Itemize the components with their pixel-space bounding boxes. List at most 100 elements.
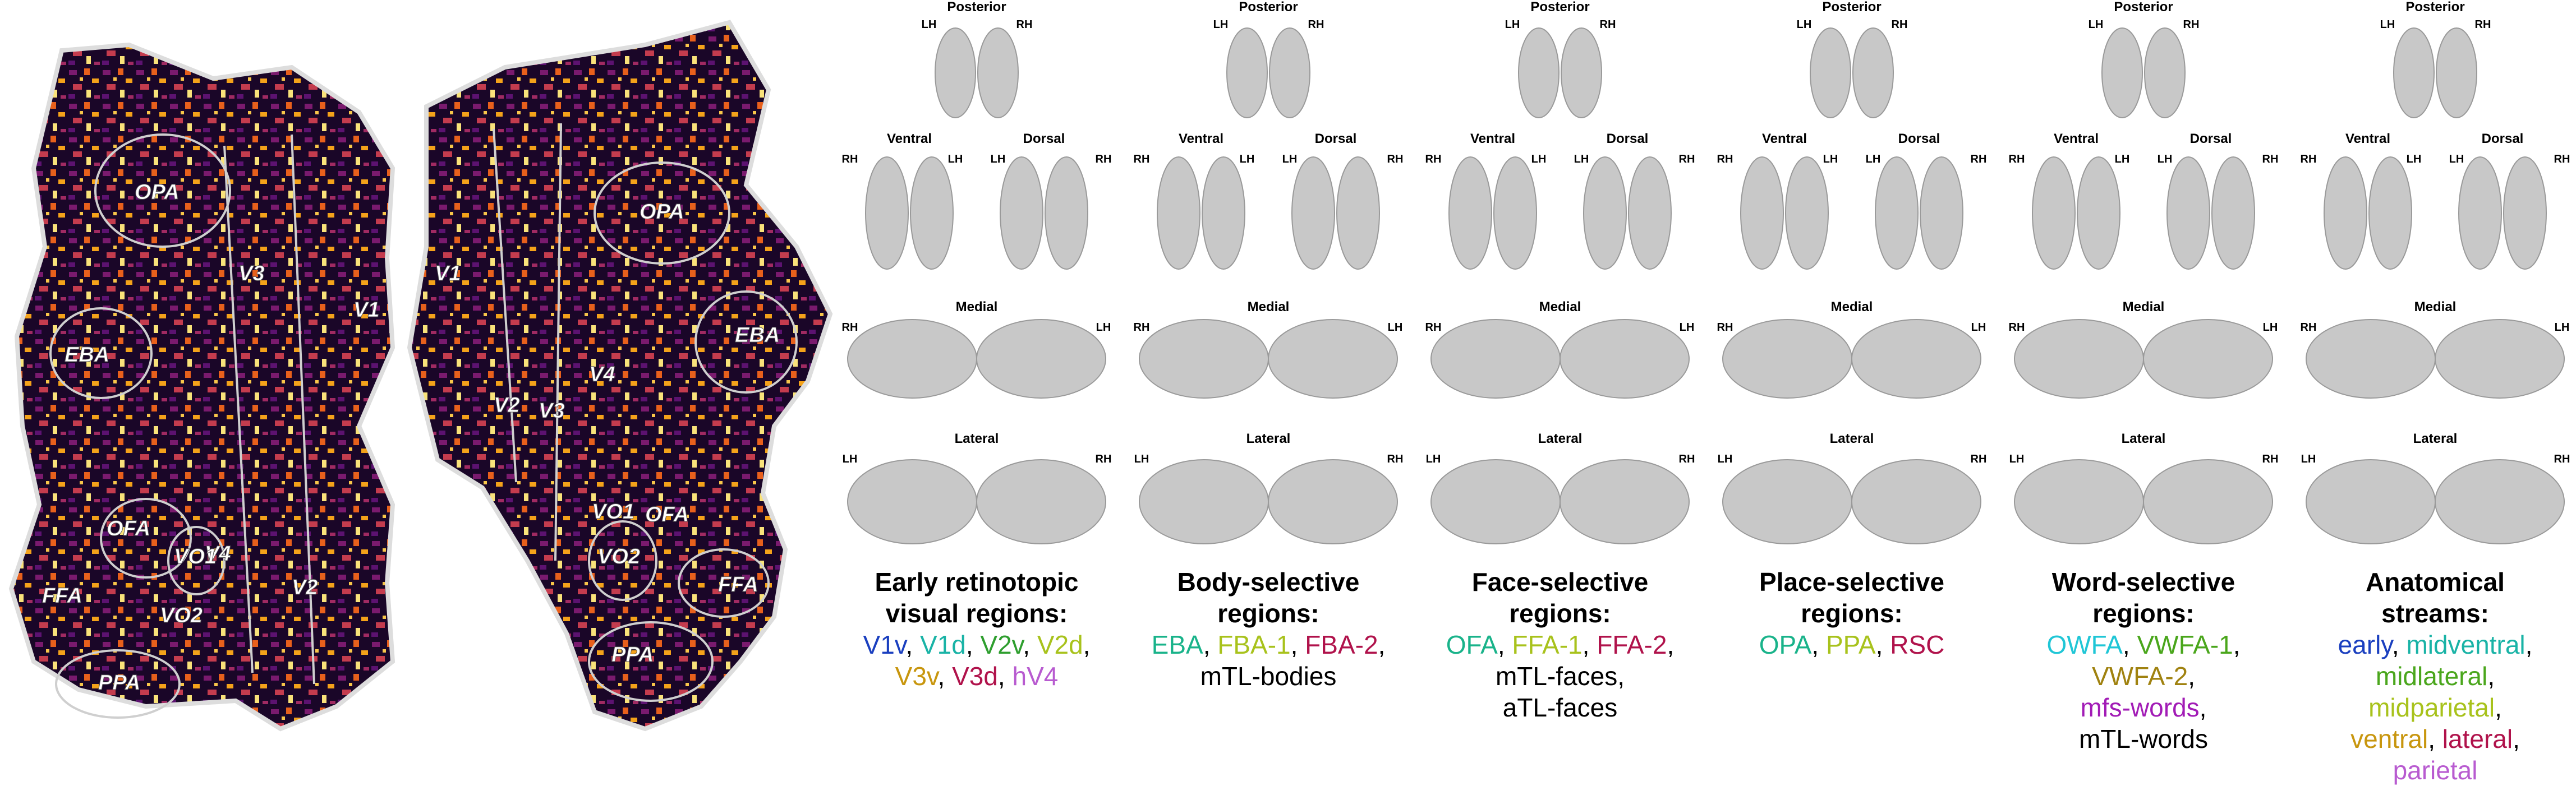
flatmap-label: PPA [98, 671, 140, 695]
panel-title: regions: [1217, 599, 1319, 628]
lateral-lh-brain [1139, 459, 1269, 544]
roi-name: V2v [980, 630, 1023, 659]
view-title-ventral: Ventral [1470, 131, 1515, 146]
panel-title: regions: [2092, 599, 2195, 628]
roi-name: OFA [1446, 630, 1498, 659]
roi-name: mfs-words [2080, 693, 2200, 722]
hemisphere-label: LH [1388, 321, 1403, 334]
hemisphere-label: LH [1718, 453, 1733, 465]
medial-lh-brain [1268, 319, 1398, 399]
hemisphere-label: LH [991, 153, 1006, 165]
panel-title: Body-selective [1177, 567, 1360, 597]
roi-outlines [49, 123, 798, 719]
roi-name: FFA-1 [1512, 630, 1583, 659]
hemisphere-label: RH [2301, 153, 2317, 165]
roi-line: mTL-words [2003, 723, 2284, 755]
roi-name: FBA-1 [1217, 630, 1291, 659]
dorsal-rh-brain [1336, 156, 1380, 270]
view-title-lateral: Lateral [2122, 431, 2166, 446]
roi-line: V1v, V1d, V2v, V2d, [863, 630, 1091, 659]
right-flatmap [407, 20, 833, 732]
ventral-rh-brain [2324, 156, 2367, 270]
flatmap-label: V2 [494, 394, 519, 417]
posterior-rh-brain [1269, 27, 1310, 118]
roi-name: ventral [2350, 724, 2428, 753]
lateral-lh-brain [2014, 459, 2144, 544]
panel-title: visual regions: [885, 599, 1068, 628]
posterior-lh-brain [935, 27, 976, 118]
dorsal-rh-brain [1920, 156, 1963, 270]
hemisphere-label: LH [1866, 153, 1881, 165]
hemisphere-label: RH [1679, 153, 1695, 165]
roi-line: early, midventral, [2338, 630, 2533, 659]
roi-line: mfs-words, [2080, 693, 2207, 722]
hemisphere-label: RH [2262, 153, 2279, 165]
hemisphere-label: LH [1240, 153, 1255, 165]
view-title-lateral: Lateral [1538, 431, 1583, 446]
lateral-rh-brain [2435, 459, 2565, 544]
medial-rh-brain [2306, 319, 2436, 399]
medial-rh-brain [847, 319, 977, 399]
roi-name: midparietal [2368, 693, 2495, 722]
roi-name: early [2338, 630, 2392, 659]
roi-name: EBA [1151, 630, 1203, 659]
ventral-rh-brain [2032, 156, 2076, 270]
hemisphere-label: RH [1134, 153, 1150, 165]
hemisphere-label: LH [1213, 19, 1229, 31]
hemisphere-label: LH [2009, 453, 2025, 465]
hemisphere-label: LH [2555, 321, 2570, 334]
hemisphere-label: RH [1892, 19, 1908, 31]
hemisphere-label: RH [1308, 19, 1324, 31]
hemisphere-label: RH [2009, 321, 2025, 334]
view-title-ventral: Ventral [2345, 131, 2390, 146]
flatmap-label: VO1 [592, 500, 634, 524]
view-title-ventral: Ventral [1762, 131, 1807, 146]
dorsal-lh-brain [2166, 156, 2210, 270]
view-title-dorsal: Dorsal [2482, 131, 2524, 146]
lateral-rh-brain [1268, 459, 1398, 544]
flatmap-label: FFA [718, 573, 758, 597]
hemisphere-label: LH [1971, 321, 1986, 334]
hemisphere-label: RH [1134, 321, 1150, 334]
view-title-lateral: Lateral [2413, 431, 2458, 446]
roi-name: OWFA [2046, 630, 2123, 659]
view-title-ventral: Ventral [1179, 131, 1223, 146]
flatmap-label: PPA [611, 643, 654, 667]
lateral-lh-brain [2306, 459, 2436, 544]
panel-title: Early retinotopic [875, 567, 1079, 597]
posterior-rh-brain [1852, 27, 1894, 118]
ventral-lh-brain [1202, 156, 1245, 270]
view-title-dorsal: Dorsal [2190, 131, 2232, 146]
panel-title: streams: [2381, 599, 2489, 628]
roi-line: V3v, V3d, hV4 [895, 662, 1059, 691]
panel-title: regions: [1801, 599, 1903, 628]
medial-lh-brain [2143, 319, 2273, 399]
ventral-rh-brain [1157, 156, 1200, 270]
hemisphere-label: LH [948, 153, 963, 165]
posterior-rh-brain [1561, 27, 1602, 118]
hemisphere-label: RH [1717, 321, 1733, 334]
lateral-lh-brain [1722, 459, 1852, 544]
view-title-medial: Medial [2414, 299, 2457, 315]
hemisphere-label: LH [1574, 153, 1589, 165]
hemisphere-label: LH [2089, 19, 2104, 31]
posterior-lh-brain [2101, 27, 2143, 118]
roi-line: ventral, lateral, [2350, 724, 2520, 753]
hemisphere-label: RH [1016, 19, 1033, 31]
hemisphere-label: RH [2009, 153, 2025, 165]
ventral-rh-brain [1740, 156, 1784, 270]
hemisphere-label: LH [1797, 19, 1812, 31]
hemisphere-label: LH [2301, 453, 2316, 465]
roi-name: mTL-bodies [1200, 662, 1337, 691]
view-title-dorsal: Dorsal [1315, 131, 1357, 146]
dorsal-rh-brain [2503, 156, 2547, 270]
hemisphere-label: LH [843, 453, 858, 465]
